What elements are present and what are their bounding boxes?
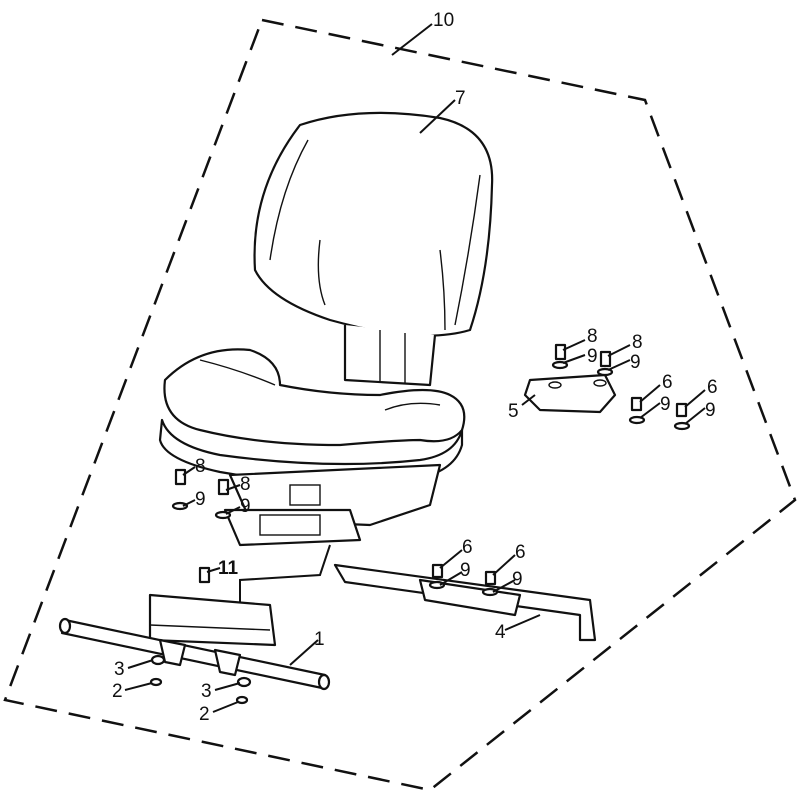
callout-8: 8 <box>195 456 206 477</box>
callout-3: 3 <box>201 681 212 702</box>
callout-6: 6 <box>515 542 526 563</box>
callout-8: 8 <box>632 332 643 353</box>
callout-9: 9 <box>240 496 251 517</box>
rail-left <box>58 617 331 691</box>
callout-10: 10 <box>433 10 454 31</box>
callout-7: 7 <box>455 88 466 109</box>
callout-11: 11 <box>218 558 239 579</box>
seat-base <box>223 463 442 610</box>
callout-9: 9 <box>660 394 671 415</box>
callout-9: 9 <box>630 352 641 373</box>
leader-lines <box>124 23 706 713</box>
callout-6: 6 <box>707 377 718 398</box>
callout-labels: 10 7 8 9 8 9 6 9 6 9 5 8 9 8 9 11 6 9 6 … <box>112 10 718 725</box>
callout-9: 9 <box>460 560 471 581</box>
callout-8: 8 <box>587 326 598 347</box>
callout-3: 3 <box>114 659 125 680</box>
callout-1: 1 <box>314 629 325 650</box>
callout-4: 4 <box>495 622 506 643</box>
callout-2: 2 <box>199 704 210 725</box>
callout-6: 6 <box>662 372 673 393</box>
callout-2: 2 <box>112 681 123 702</box>
callout-6: 6 <box>462 537 473 558</box>
mount-plate <box>148 593 277 647</box>
callout-5: 5 <box>508 401 519 422</box>
fasteners <box>149 343 691 705</box>
callout-8: 8 <box>240 474 251 495</box>
callout-9: 9 <box>705 400 716 421</box>
bracket-right <box>523 373 617 414</box>
backrest <box>253 111 494 387</box>
callout-9: 9 <box>587 346 598 367</box>
assembly-boundary <box>3 18 797 792</box>
callout-9: 9 <box>195 489 206 510</box>
callout-9: 9 <box>512 569 523 590</box>
